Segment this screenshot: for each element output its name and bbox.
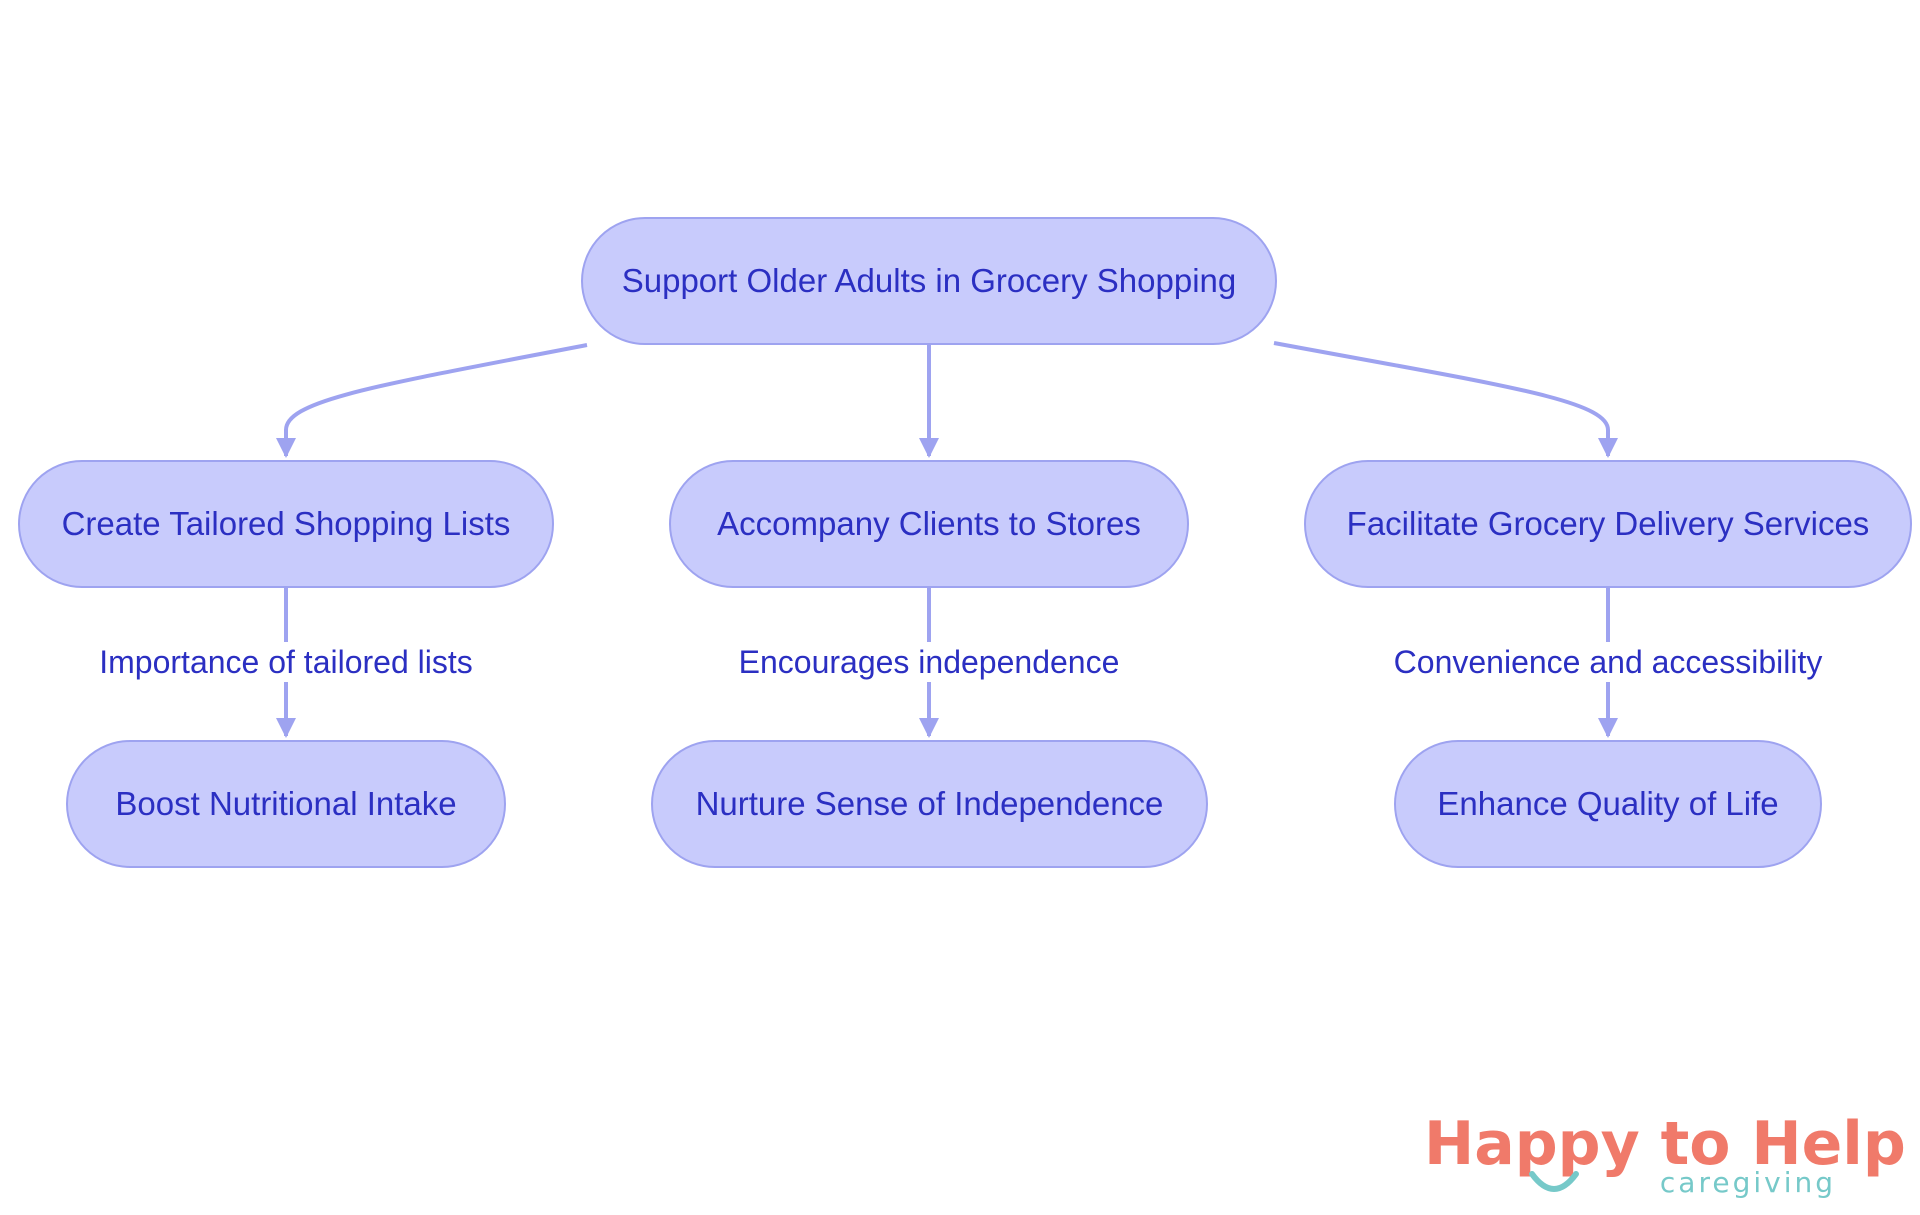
logo-title: Happy to Help: [1424, 1109, 1906, 1179]
node-label: Accompany Clients to Stores: [717, 505, 1141, 542]
logo-subtitle: caregiving: [1659, 1166, 1836, 1199]
node-label: Facilitate Grocery Delivery Services: [1346, 505, 1870, 542]
brand-logo: Happy to Help caregiving: [1424, 1108, 1906, 1204]
edge-root-to-delivery: [1273, 341, 1618, 458]
edge-root-to-lists: [276, 343, 588, 458]
node-support-older-adults: Support Older Adults in Grocery Shopping: [581, 217, 1277, 345]
edge-label-independence: Encourages independence: [736, 642, 1122, 682]
node-label: Create Tailored Shopping Lists: [61, 505, 511, 542]
edge-label-convenience: Convenience and accessibility: [1391, 642, 1825, 682]
smile-icon: [1529, 1171, 1579, 1192]
node-label: Boost Nutritional Intake: [115, 785, 457, 822]
node-boost-nutrition: Boost Nutritional Intake: [66, 740, 506, 868]
node-grocery-delivery: Facilitate Grocery Delivery Services: [1304, 460, 1912, 588]
node-label: Nurture Sense of Independence: [695, 785, 1164, 822]
node-label: Enhance Quality of Life: [1437, 785, 1779, 822]
node-nurture-independence: Nurture Sense of Independence: [651, 740, 1208, 868]
edge-label-tailored-lists: Importance of tailored lists: [97, 642, 475, 682]
node-quality-of-life: Enhance Quality of Life: [1394, 740, 1822, 868]
node-accompany-clients: Accompany Clients to Stores: [669, 460, 1189, 588]
node-create-shopping-lists: Create Tailored Shopping Lists: [18, 460, 554, 588]
node-label: Support Older Adults in Grocery Shopping: [621, 262, 1237, 299]
